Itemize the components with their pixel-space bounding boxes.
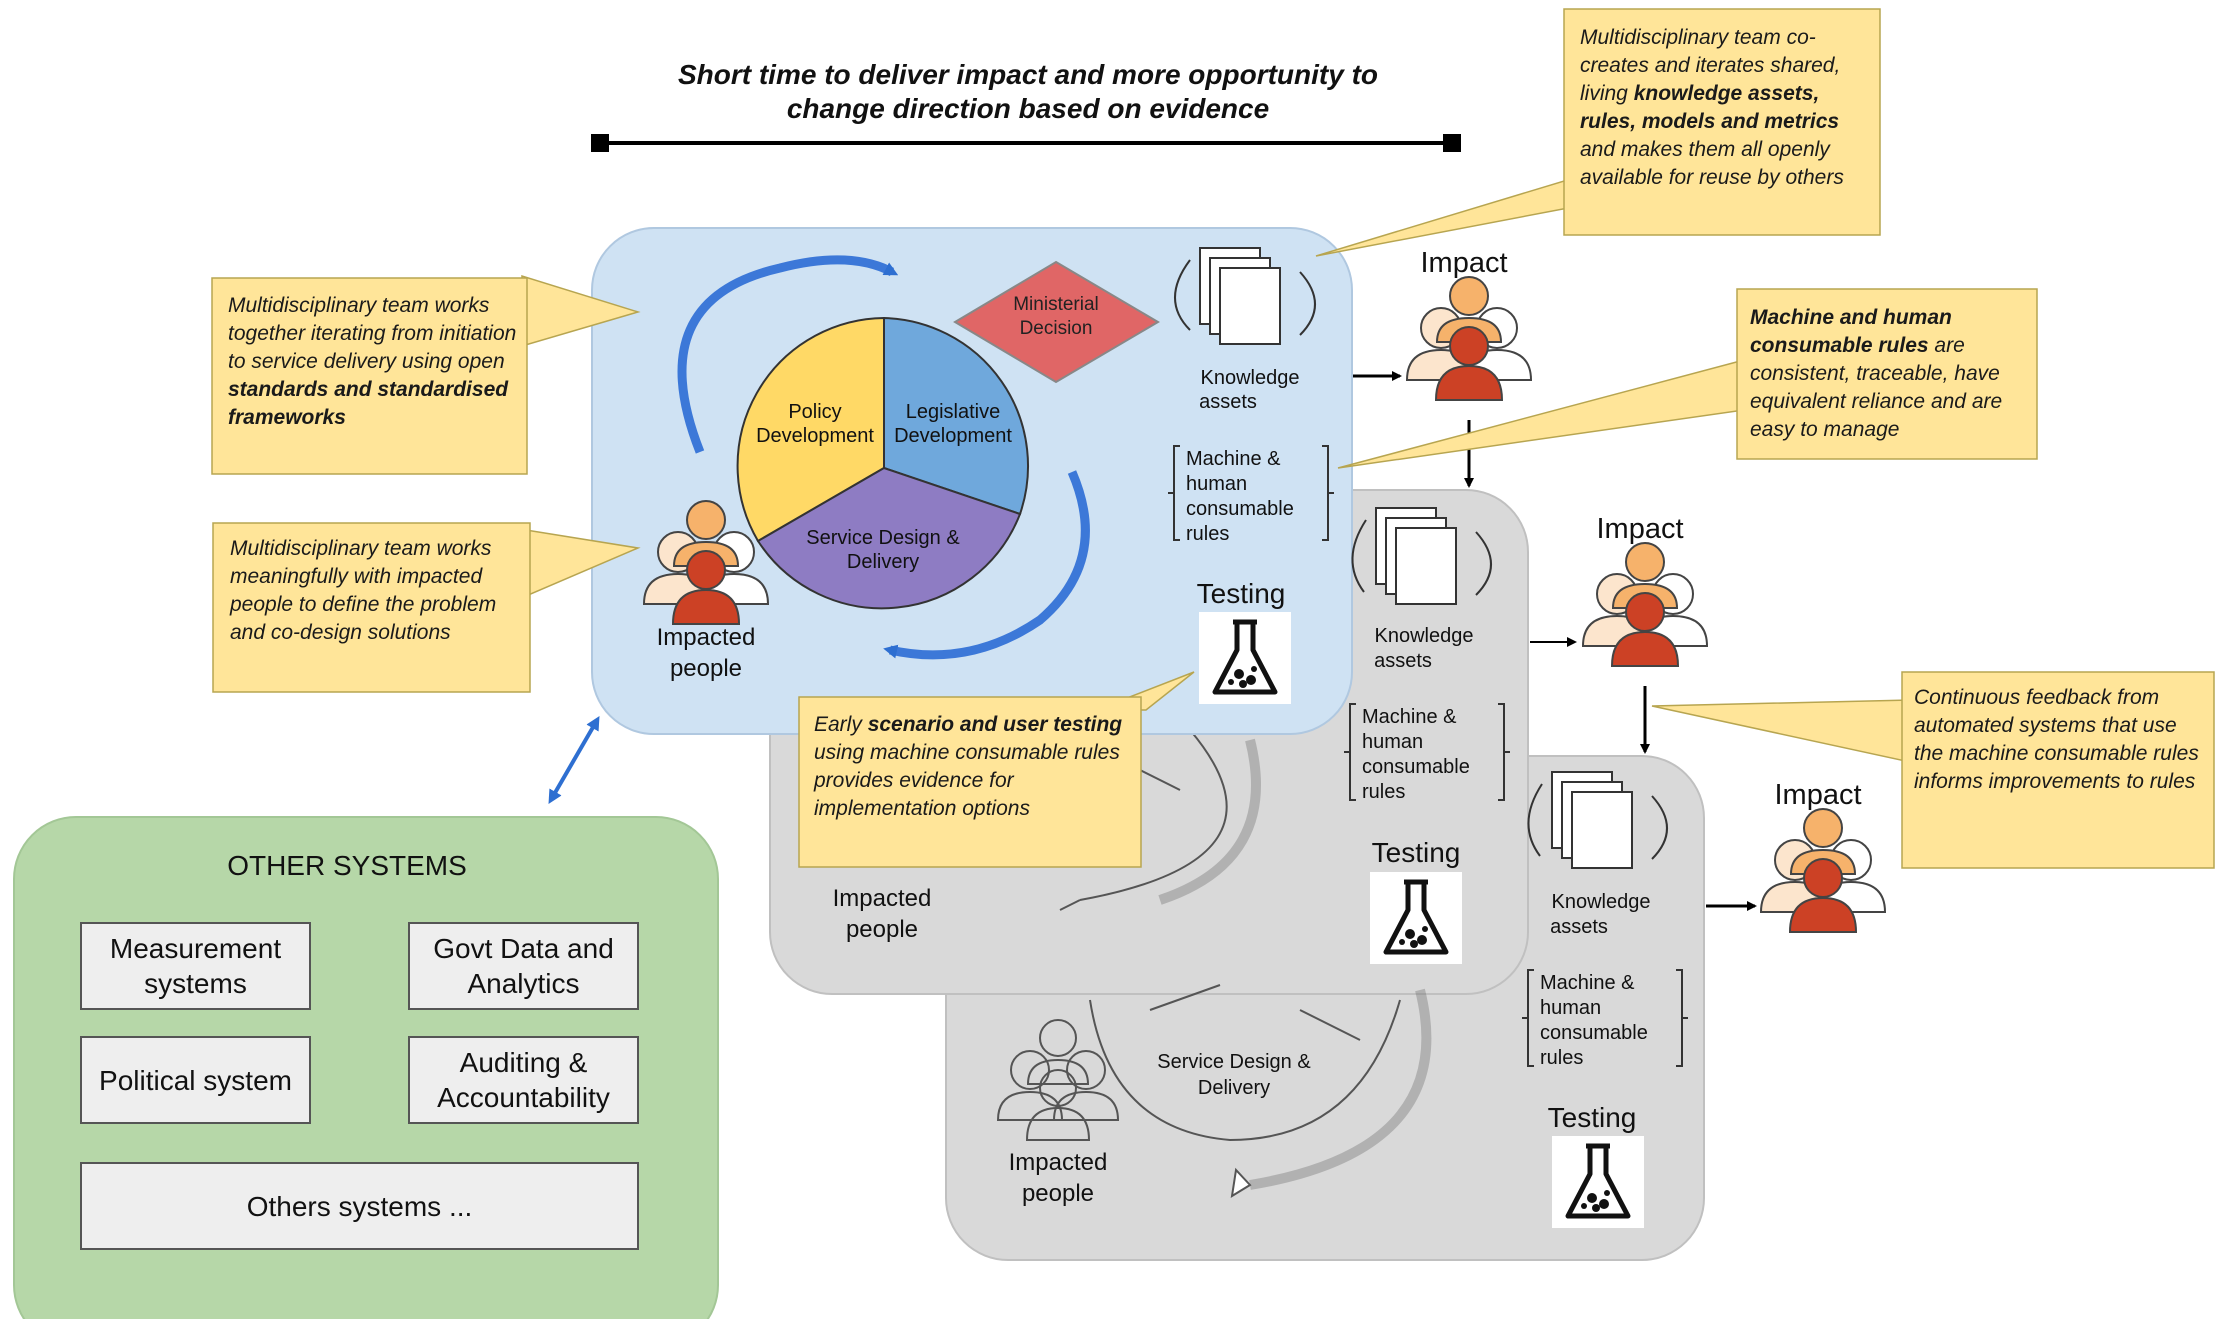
impacted-2-label-2: people — [846, 916, 918, 943]
ministerial-label-1: Ministerial — [1013, 294, 1099, 315]
impacted-label-2: people — [670, 655, 742, 682]
knowledge-assets-icon-3 — [1527, 771, 1668, 869]
auditing-accountability-box: Auditing & Accountability — [408, 1036, 639, 1124]
rules-label-2: human — [1186, 473, 1247, 495]
impacted-2-label-1: Impacted — [833, 885, 932, 912]
callout-right-bottom-pointer — [1651, 699, 1911, 763]
other-systems-link-arrow — [548, 715, 600, 805]
testing-2-label: Testing — [1372, 837, 1461, 868]
callout-right-middle-box — [1736, 288, 2038, 460]
impacted-3-label-1: Impacted — [1009, 1149, 1108, 1176]
service-3-label-1: Service Design & — [1157, 1051, 1311, 1073]
ministerial-label-2: Decision — [1020, 318, 1093, 339]
callout-right-middle-text: Machine and human consumable rules are c… — [1750, 304, 2030, 444]
callout-left-top-text: Multidisciplinary team works together it… — [228, 292, 518, 432]
political-system-box: Political system — [80, 1036, 311, 1124]
rules-label-4: rules — [1186, 523, 1229, 545]
rules-2-label-3: consumable — [1362, 756, 1470, 778]
callout-right-middle-bold: Machine and human consumable rules — [1750, 306, 1952, 357]
rules-2-label-4: rules — [1362, 781, 1405, 803]
callout-left-bottom-p1: Multidisciplinary team works meaningfull… — [230, 537, 497, 644]
service-3-label-2: Delivery — [1198, 1077, 1270, 1099]
legislative-label-1: Legislative — [906, 401, 1001, 423]
callout-left-top-bold: standards and standardised frameworks — [228, 378, 509, 429]
rules-3-label-4: rules — [1540, 1047, 1583, 1069]
callout-top-right-text: Multidisciplinary team co-creates and it… — [1580, 24, 1872, 192]
callout-top-right-box — [1563, 8, 1881, 236]
cycle-arrow-top — [677, 255, 899, 454]
rules-3-label-3: consumable — [1540, 1022, 1648, 1044]
knowledge-assets-icon-2 — [1351, 507, 1492, 605]
callout-right-middle-p1: are consistent, traceable, have equivale… — [1750, 334, 2003, 441]
knowledge-3-label-1: Knowledge — [1552, 891, 1651, 913]
measurement-systems-box: Measurement systems — [80, 922, 311, 1010]
rules-3-label-1: Machine & — [1540, 972, 1635, 994]
other-systems-title: OTHER SYSTEMS — [227, 850, 467, 881]
testing-label: Testing — [1197, 578, 1286, 609]
callout-center-bottom-p2: using machine consumable rules provides … — [814, 741, 1120, 820]
callout-center-bottom-box — [798, 696, 1142, 868]
rules-2-label-2: human — [1362, 731, 1423, 753]
impact-people-icon-3 — [1760, 808, 1886, 933]
impacted-label-1: Impacted — [657, 624, 756, 651]
testing-2-flask-icon — [1370, 872, 1462, 964]
knowledge-label-1: Knowledge — [1201, 367, 1300, 389]
callout-center-bottom-bold: scenario and user testing — [867, 713, 1123, 736]
service-label-2: Delivery — [847, 551, 919, 573]
impact-label-2: Impact — [1596, 513, 1683, 545]
testing-3-label: Testing — [1548, 1102, 1637, 1133]
cycle-pie — [736, 316, 1030, 610]
knowledge-label-2: assets — [1199, 391, 1257, 413]
knowledge-3-label-2: assets — [1550, 916, 1608, 938]
callout-center-bottom-p1: Early — [814, 713, 868, 736]
callout-top-right-pointer — [1315, 173, 1585, 257]
testing-flask-icon — [1199, 612, 1291, 704]
callout-left-bottom-box — [212, 522, 531, 693]
rules-label-3: consumable — [1186, 498, 1294, 520]
rules-label-1: Machine & — [1186, 448, 1281, 470]
rules-2-label-1: Machine & — [1362, 706, 1457, 728]
knowledge-2-label-1: Knowledge — [1375, 625, 1474, 647]
policy-slice — [736, 316, 885, 543]
legislative-label-2: Development — [894, 425, 1012, 447]
other-systems-box: Others systems ... — [80, 1162, 639, 1250]
govt-data-analytics-box: Govt Data and Analytics — [408, 922, 639, 1010]
callout-top-right-p2: and makes them all openly available for … — [1580, 138, 1844, 189]
policy-label-1: Policy — [788, 401, 841, 423]
testing-3-flask-icon — [1552, 1136, 1644, 1228]
header-line-1: Short time to deliver impact and more op… — [678, 59, 1378, 90]
knowledge-assets-icon — [1174, 247, 1316, 345]
ministerial-decision-diamond — [953, 260, 1160, 384]
impact-label-3: Impact — [1774, 779, 1861, 811]
policy-label-2: Development — [756, 425, 874, 447]
callout-top-right-p1: Multidisciplinary team co-creates and it… — [1580, 26, 1841, 105]
impact-people-icon-2 — [1582, 542, 1708, 667]
knowledge-2-label-2: assets — [1374, 650, 1432, 672]
service-label-1: Service Design & — [806, 527, 960, 549]
impacted-3-label-2: people — [1022, 1180, 1094, 1207]
impact-people-icon-1 — [1406, 276, 1532, 401]
callout-right-bottom-p1: Continuous feedback from automated syste… — [1914, 686, 2199, 793]
callout-left-top-box — [211, 277, 528, 475]
rules-3-label-2: human — [1540, 997, 1601, 1019]
cycle-arrow-bottom — [883, 470, 1090, 660]
callout-left-bottom-text: Multidisciplinary team works meaningfull… — [230, 535, 522, 647]
callout-top-right-bold: knowledge assets, rules, models and metr… — [1580, 82, 1840, 133]
callout-right-bottom-text: Continuous feedback from automated syste… — [1914, 684, 2206, 796]
callout-right-bottom-box — [1901, 671, 2215, 869]
service-slice — [756, 466, 1022, 610]
callout-center-bottom-text: Early scenario and user testing using ma… — [814, 711, 1132, 823]
header-line-2: change direction based on evidence — [787, 93, 1269, 124]
callout-left-top-p1: Multidisciplinary team works together it… — [228, 294, 517, 373]
impact-label-1: Impact — [1420, 247, 1507, 279]
legislative-slice — [883, 316, 1030, 516]
